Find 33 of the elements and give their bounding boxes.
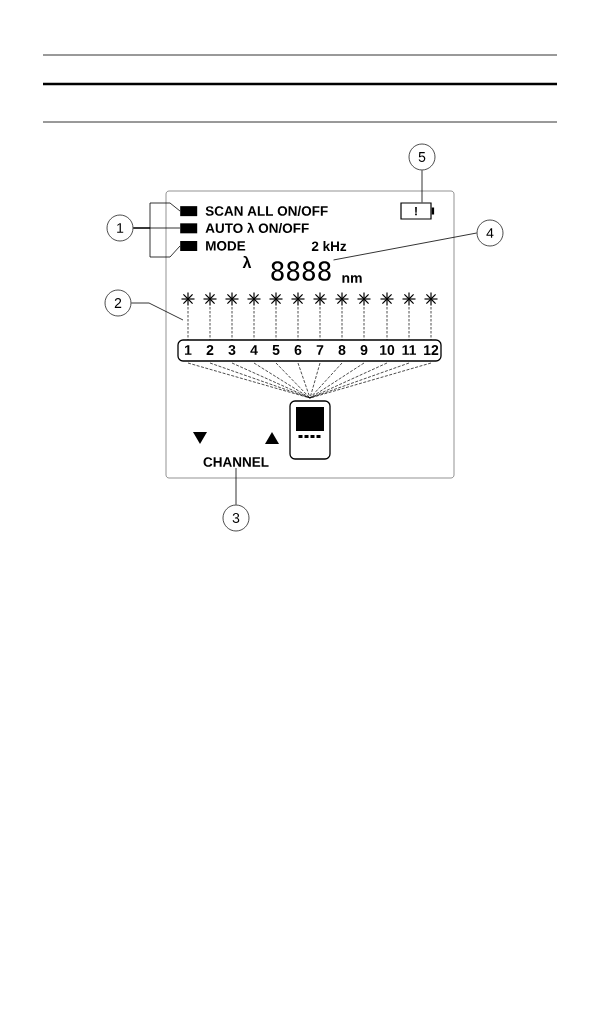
callout-number: 4: [476, 219, 504, 247]
channel-label: CHANNEL: [203, 457, 269, 467]
unit-label: nm: [342, 275, 362, 283]
node-label: AUTO λ ON/OFF: [205, 222, 309, 234]
channel-number: 10: [380, 345, 395, 355]
node-label: MODE: [206, 241, 246, 251]
leader-line: [421, 169, 423, 203]
channel-number: 9: [360, 345, 368, 355]
channel-number: 4: [250, 345, 258, 355]
leader-line: [333, 232, 478, 261]
callout-number: 2: [104, 289, 132, 317]
digit-display: 8888: [271, 261, 331, 281]
leader-line: [132, 227, 181, 258]
leader-line: [130, 302, 184, 321]
mode-indicator: MODE: [180, 241, 246, 251]
callout-number: 1: [106, 214, 134, 242]
mode-indicator: SCAN ALL ON/OFF: [180, 205, 328, 217]
callout-number: 5: [408, 143, 436, 171]
channel-number: 11: [402, 345, 416, 355]
channel-number: 7: [316, 345, 324, 355]
mode-indicator: AUTO λ ON/OFF: [180, 222, 309, 234]
channel-number: 2: [206, 345, 214, 355]
node-label: SCAN ALL ON/OFF: [205, 205, 328, 216]
channel-number: 5: [272, 345, 280, 355]
lambda-symbol: λ: [242, 256, 252, 268]
channel-number: 12: [424, 345, 439, 355]
channel-number: 1: [185, 345, 192, 355]
channel-number: 6: [294, 345, 302, 355]
callout-number: 3: [222, 504, 250, 532]
channel-number: 8: [338, 345, 346, 355]
channel-number: 3: [228, 345, 236, 355]
leader-line: [235, 467, 237, 506]
frequency-label: 2 kHz: [311, 241, 347, 251]
